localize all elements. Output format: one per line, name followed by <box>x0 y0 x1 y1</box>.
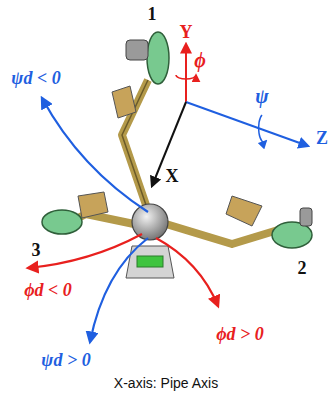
base-module <box>137 256 163 267</box>
rotation-arrow <box>259 115 266 142</box>
axis-label: X <box>166 167 179 185</box>
direction-arrow <box>28 234 142 268</box>
wheel-motor <box>126 40 148 60</box>
leg-housing <box>112 86 136 118</box>
leg-arm <box>166 224 278 244</box>
drive-wheel <box>147 32 169 84</box>
axis-label: Z <box>316 129 328 147</box>
callout-number: 2 <box>298 259 307 277</box>
central-hub <box>132 204 168 240</box>
direction-arrow <box>90 238 148 342</box>
direction-arrow <box>42 98 148 212</box>
direction-label: ψd < 0 <box>11 69 60 87</box>
leg-housing <box>78 192 108 218</box>
leg-housing <box>226 196 262 226</box>
angle-label: ϕ <box>194 50 206 70</box>
wheel-motor <box>300 208 312 226</box>
direction-label: ϕd > 0 <box>216 325 264 343</box>
figure-caption: X-axis: Pipe Axis <box>114 376 218 390</box>
drive-wheel <box>42 210 82 234</box>
callout-number: 1 <box>148 5 157 23</box>
direction-arrow <box>156 238 218 306</box>
z-axis-arrow <box>186 102 308 146</box>
angle-label: ψ <box>255 86 268 106</box>
direction-label: ψd > 0 <box>41 351 90 369</box>
y-axis-arrow <box>185 44 187 102</box>
axis-label: Y <box>180 23 193 41</box>
x-axis-arrow <box>152 102 186 186</box>
callout-number: 3 <box>32 241 41 259</box>
direction-label: ϕd < 0 <box>24 281 72 299</box>
rotation-arrow <box>176 75 196 79</box>
